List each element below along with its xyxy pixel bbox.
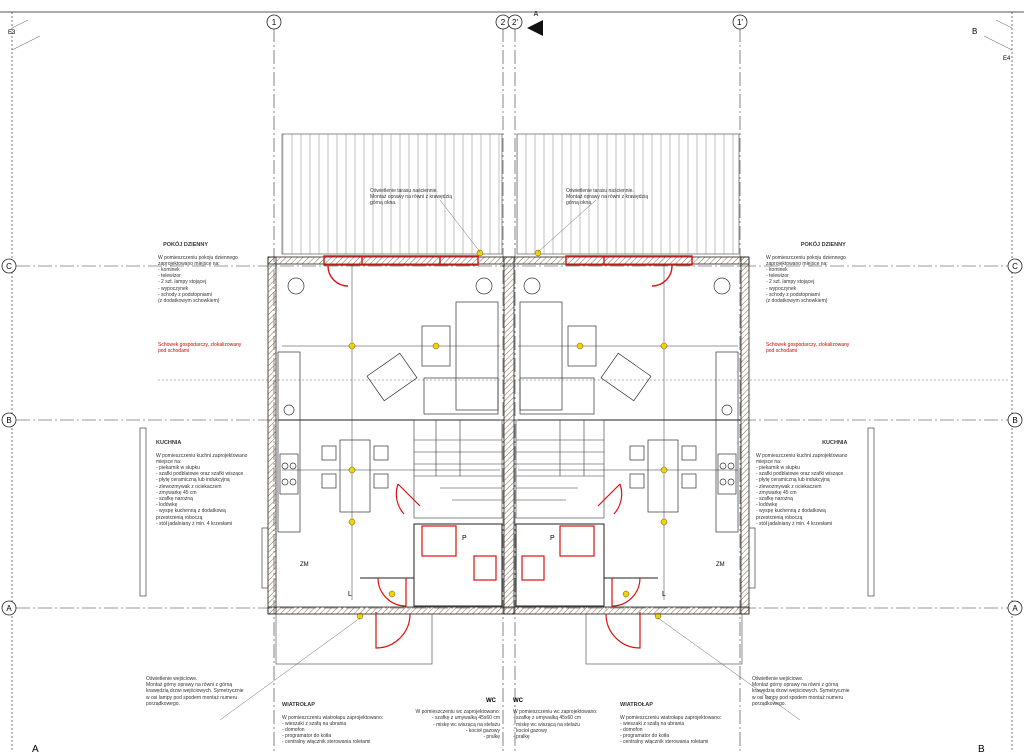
terrace-windows (323, 255, 693, 287)
note-lighting-terrace-left: Oświetlenie tarasu naściennie. Montaż op… (370, 188, 452, 207)
note-kitchen-right-title: KUCHNIA (822, 440, 848, 447)
note-wc-left: W pomieszczeniu wc zaprojektowano: - sza… (408, 703, 500, 740)
bottom-mark-b: B (978, 744, 985, 752)
note-lighting-terrace-right: Oświetlenie tarasu naściennie. Montaż op… (566, 188, 648, 207)
note-windlap-left: WIATROŁAP W pomieszczeniu wiatrołapu zap… (282, 696, 383, 746)
note-windlap-right: WIATROŁAP W pomieszczeniu wiatrołapu zap… (620, 696, 721, 746)
axis-row-c-right: C (1007, 258, 1023, 274)
lighting-wiring (282, 264, 738, 600)
note-windlap-left-body: W pomieszczeniu wiatrołapu zaprojektowan… (282, 714, 384, 746)
axis-row-c-left: C (1, 258, 17, 274)
tag-zm-right: ZM (716, 562, 725, 568)
note-storage-left: Schowek gospodarczy, zlokalizowany pod s… (158, 342, 242, 355)
axis-row-b-right: B (1007, 412, 1023, 428)
tag-p-left: P (462, 535, 467, 542)
note-living-right-title: POKÓJ DZIENNY (800, 242, 846, 249)
exterior-walls (267, 256, 750, 615)
axis-row-a-right: A (1007, 600, 1023, 616)
note-storage-right: Schowek gospodarczy, zlokalizowany pod s… (766, 342, 850, 355)
svg-text:2: 2 (501, 18, 506, 27)
terrace-area (281, 133, 740, 255)
doors (375, 483, 641, 649)
axis-col-2: 2 (495, 14, 511, 30)
svg-text:C: C (1012, 262, 1018, 271)
light-points (348, 249, 668, 620)
tag-zm-left: ZM (300, 562, 309, 568)
tag-l-left: L (348, 591, 352, 598)
note-entry-left: Oświetlenie wejściowe. Montaż górny opra… (146, 676, 244, 707)
entry-steps (275, 613, 743, 665)
dining-right (629, 439, 697, 513)
corner-label-right: E4 (1003, 56, 1011, 62)
note-living-left-title: POKÓJ DZIENNY (163, 242, 208, 249)
svg-text:A: A (6, 604, 12, 613)
note-living-right: POKÓJ DZIENNY W pomieszczeniu pokoju dzi… (766, 236, 846, 304)
note-wc-left-body: W pomieszczeniu wc zaprojektowano: - sza… (415, 709, 500, 741)
note-living-right-body: W pomieszczeniu pokoju dziennego zaproje… (766, 254, 846, 305)
svg-text:1: 1 (272, 18, 277, 27)
note-leaders (158, 199, 1008, 721)
svg-text:A: A (1012, 604, 1018, 613)
axis-col-1: 1 (266, 14, 282, 30)
tag-p-right: P (550, 535, 555, 542)
note-wc-right-body: W pomieszczeniu wc zaprojektowano: - sza… (513, 709, 598, 741)
section-arrow: A (527, 11, 543, 36)
axis-col-2-prime: 2' (507, 14, 523, 30)
note-windlap-left-title: WIATROŁAP (282, 702, 315, 709)
kitchen-counters (277, 351, 739, 533)
note-kitchen-left-body: W pomieszczeniu kuchni zaprojektowano mi… (156, 452, 248, 527)
sheet-frame (0, 11, 1024, 752)
tag-l-right: L (662, 591, 666, 598)
axis-row-b-left: B (1, 412, 17, 428)
room-tag-wc-left: WC (486, 698, 497, 704)
note-windlap-right-body: W pomieszczeniu wiatrołapu zaprojektowan… (620, 714, 722, 746)
svg-text:B: B (6, 416, 11, 425)
note-kitchen-left: KUCHNIA W pomieszczeniu kuchni zaprojekt… (156, 434, 247, 527)
axis-col-1-prime: 1' (732, 14, 748, 30)
note-entry-right: Oświetlenie wejściowe. Montaż górny opra… (752, 676, 850, 707)
side-windows (139, 427, 875, 597)
corner-label-left: E3 (8, 30, 16, 36)
staircase-left (413, 419, 503, 519)
svg-text:A: A (534, 11, 539, 18)
note-kitchen-left-title: KUCHNIA (156, 440, 182, 447)
staircase-right (515, 419, 605, 519)
note-wc-right: W pomieszczeniu wc zaprojektowano: - sza… (513, 703, 597, 740)
svg-text:1': 1' (737, 18, 743, 27)
bottom-mark-a: A (32, 744, 39, 752)
note-kitchen-right: KUCHNIA W pomieszczeniu kuchni zaprojekt… (756, 434, 847, 527)
svg-text:2': 2' (512, 18, 518, 27)
note-windlap-right-title: WIATROŁAP (620, 702, 653, 709)
note-living-left: POKÓJ DZIENNY W pomieszczeniu pokoju dzi… (158, 236, 238, 304)
svg-text:B: B (1012, 416, 1017, 425)
corner-label-top-right: B (972, 27, 977, 36)
note-kitchen-right-body: W pomieszczeniu kuchni zaprojektowano mi… (756, 452, 848, 527)
svg-text:C: C (6, 262, 12, 271)
dining-left (321, 439, 389, 513)
note-living-left-body: W pomieszczeniu pokoju dziennego zaproje… (158, 254, 238, 305)
room-tag-wc-right: WC (513, 698, 524, 704)
axis-row-a-left: A (1, 600, 17, 616)
